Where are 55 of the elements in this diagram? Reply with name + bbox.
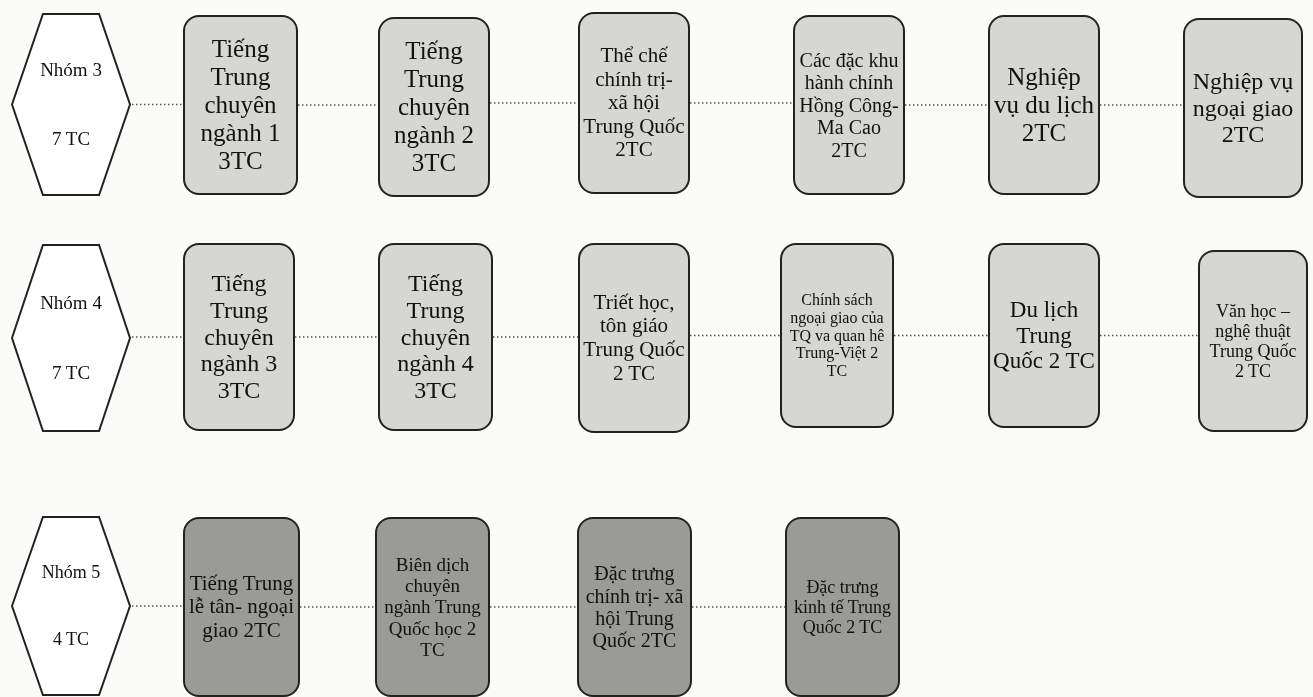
course-box [1183, 18, 1303, 198]
course-label: Các đặc khu hành chính Hồng Công- Ma Cao 2TC [798, 49, 900, 161]
dotted-connector [131, 336, 184, 338]
group-label: 4 TC [52, 629, 90, 651]
dotted-connector [131, 103, 184, 106]
course-box [988, 15, 1100, 195]
course-label: Văn học – nghệ thuật Trung Quốc 2 TC [1208, 300, 1298, 382]
course-box [988, 243, 1100, 428]
course-box [793, 15, 905, 195]
course-label: Tiếng Trung chuyên ngành 3 3TC [199, 269, 279, 405]
course-label: Biên dịch chuyên ngành Trung Quốc học 2 TC [383, 553, 482, 661]
dotted-connector [131, 605, 184, 607]
course-label: Tiếng Trung chuyên ngành 2 3TC [393, 37, 475, 177]
course-box [577, 517, 692, 697]
dotted-connector [299, 606, 376, 608]
group-label: Nhóm 5 [41, 561, 101, 583]
course-box [780, 243, 894, 428]
course-box [183, 243, 295, 431]
group-label: 7 TC [51, 128, 91, 150]
group-hexagon [10, 243, 132, 433]
group-label: Nhóm 3 [40, 59, 102, 81]
course-label: Chính sách ngoại giao của TQ va quan hê Trung-Việt 2 TC [788, 290, 886, 381]
course-label: Tiếng Trung lễ tân- ngoại giao 2TC [188, 571, 295, 643]
course-label: Thể chế chính trị- xã hội Trung Quốc 2TC [583, 44, 685, 162]
course-label: Nghiệp vụ du lịch 2TC [993, 63, 1095, 147]
dotted-connector [689, 102, 794, 104]
dotted-connector [1099, 104, 1184, 106]
dotted-connector [893, 334, 989, 337]
course-label: Đặc trưng chính trị- xã hội Trung Quốc 2TC [584, 562, 685, 652]
dotted-connector [1099, 334, 1199, 337]
course-label: Tiếng Trung chuyên ngành 4 3TC [396, 269, 475, 405]
course-box [578, 12, 690, 194]
course-box [578, 243, 690, 433]
course-box [375, 517, 490, 697]
dotted-connector [489, 606, 578, 608]
course-box [378, 17, 490, 197]
course-label: Du lịch Trung Quốc 2 TC [993, 296, 1095, 375]
course-label: Tiếng Trung chuyên ngành 1 3TC [199, 35, 282, 175]
dotted-connector [294, 336, 379, 338]
course-box [183, 517, 300, 697]
dotted-connector [297, 104, 379, 106]
course-box [183, 15, 298, 195]
group-label: Nhóm 4 [40, 291, 102, 314]
group-label: 7 TC [51, 362, 91, 385]
group-hexagon [10, 515, 132, 697]
dotted-connector [904, 104, 989, 106]
course-box [1198, 250, 1308, 432]
course-box [378, 243, 493, 431]
course-label: Triết học, tôn giáo Trung Quốc 2 TC [583, 290, 685, 386]
group-hexagon [10, 12, 132, 197]
course-box [785, 517, 900, 697]
course-label: Đặc trưng kinh tế Trung Quốc 2 TC [793, 576, 892, 638]
dotted-connector [489, 102, 579, 104]
dotted-connector [689, 334, 781, 337]
course-label: Nghiệp vụ ngoại giao 2TC [1191, 67, 1295, 149]
